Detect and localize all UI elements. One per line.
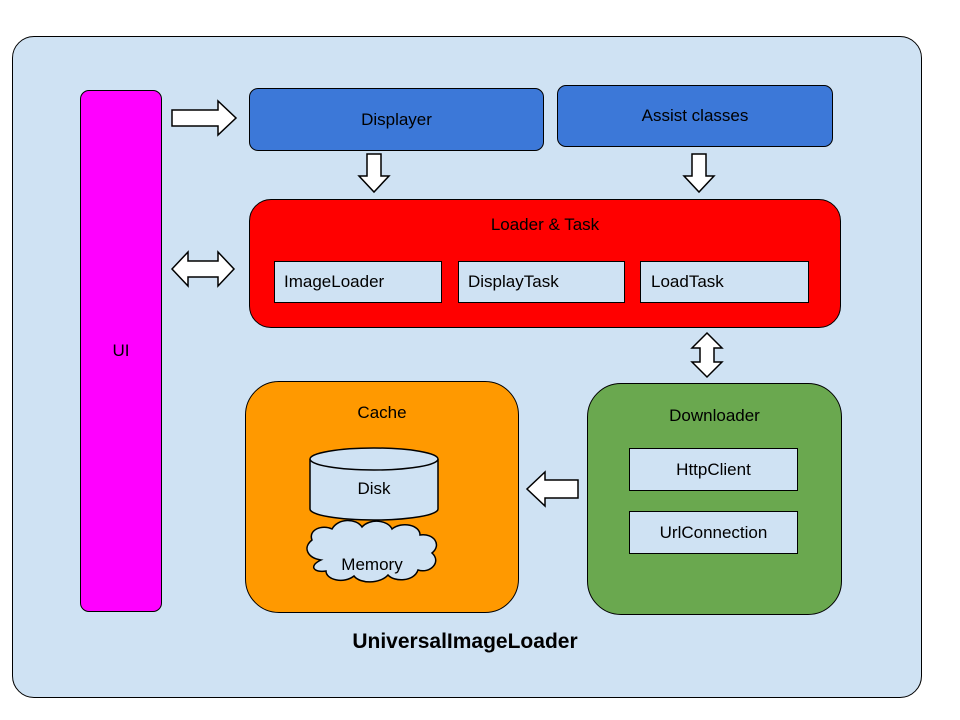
displaytask-box: DisplayTask	[458, 261, 625, 303]
cache-label: Cache	[357, 403, 407, 422]
diagram-title: UniversalImageLoader	[352, 630, 578, 653]
assist-classes-label: Assist classes	[641, 106, 749, 125]
arrow-assist-to-loader	[682, 153, 716, 194]
memory-label: Memory	[341, 555, 403, 574]
urlconnection-box: UrlConnection	[629, 511, 798, 554]
ui-box: UI	[80, 90, 162, 612]
imageloader-label: ImageLoader	[284, 272, 385, 291]
arrow-loader-downloader-bidirectional	[690, 331, 724, 379]
loader-task-box: Loader & Task ImageLoader DisplayTask Lo…	[249, 199, 841, 328]
arrow-ui-to-displayer	[171, 99, 238, 137]
arrow-downloader-to-cache	[525, 470, 579, 508]
memory-cloud-icon	[306, 519, 438, 583]
assist-classes-box: Assist classes	[557, 85, 833, 147]
imageloader-box: ImageLoader	[274, 261, 442, 303]
displayer-box: Displayer	[249, 88, 544, 151]
httpclient-label: HttpClient	[676, 459, 751, 479]
cache-box: Cache Disk Memory	[245, 381, 519, 613]
disk-icon	[309, 447, 439, 521]
loadtask-label: LoadTask	[651, 272, 724, 291]
downloader-label: Downloader	[669, 406, 760, 425]
displayer-label: Displayer	[361, 109, 432, 129]
downloader-box: Downloader HttpClient UrlConnection	[587, 383, 842, 615]
cache-graphics	[306, 447, 439, 583]
arrow-ui-loader-bidirectional	[170, 250, 236, 288]
loadtask-box: LoadTask	[640, 261, 809, 303]
urlconnection-label: UrlConnection	[659, 522, 768, 542]
displaytask-label: DisplayTask	[468, 272, 559, 291]
httpclient-box: HttpClient	[629, 448, 798, 491]
loader-task-label: Loader & Task	[490, 215, 600, 234]
disk-label: Disk	[357, 479, 391, 498]
arrow-displayer-to-loader	[357, 153, 391, 194]
ui-label: UI	[112, 341, 130, 360]
